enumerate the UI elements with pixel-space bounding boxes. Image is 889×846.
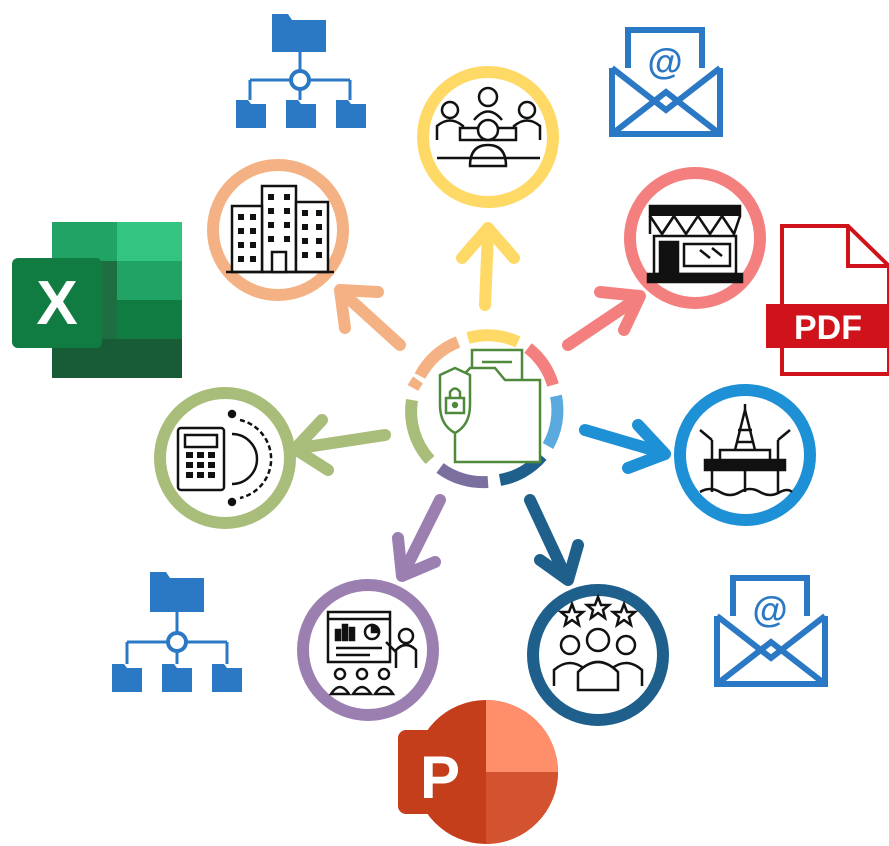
meeting-team-icon	[435, 86, 542, 168]
pdf-label: PDF	[794, 309, 862, 347]
folder-hierarchy-icon	[112, 572, 242, 692]
powerpoint-letter: P	[420, 744, 460, 811]
node-retail-store	[624, 167, 766, 309]
node-oil-rig	[674, 384, 816, 526]
center-hub	[400, 326, 568, 494]
arrow-rated-team	[524, 494, 584, 586]
oil-rig-icon	[699, 404, 793, 497]
rated-team-icon	[552, 593, 644, 692]
pdf-icon: PDF	[766, 224, 889, 376]
arrow-presentation	[392, 494, 446, 582]
arrow-meeting	[456, 222, 520, 311]
node-meeting-team	[417, 66, 559, 208]
presentation-training-icon	[326, 610, 418, 696]
excel-letter: X	[36, 269, 77, 338]
node-calculator-gear	[154, 387, 296, 529]
node-presentation	[297, 579, 439, 721]
retail-store-icon	[646, 204, 744, 284]
excel-icon: X	[12, 222, 182, 378]
email-at-symbol: @	[752, 589, 787, 630]
arrow-store	[562, 286, 646, 351]
calculator-gear-icon	[176, 409, 273, 507]
arrow-building	[334, 284, 406, 351]
office-building-icon	[226, 184, 334, 274]
secure-folder-icon	[438, 348, 542, 464]
email-icon: @	[714, 575, 828, 687]
arrow-oil-rig	[579, 419, 671, 474]
node-rated-team	[527, 584, 669, 726]
spoke-arrows	[289, 222, 671, 586]
email-at-symbol: @	[647, 41, 682, 82]
arrow-calculator	[289, 414, 391, 476]
email-icon: @	[609, 27, 723, 137]
node-office-building	[207, 159, 349, 301]
powerpoint-icon: P	[398, 700, 558, 844]
folder-hierarchy-icon	[236, 14, 366, 128]
